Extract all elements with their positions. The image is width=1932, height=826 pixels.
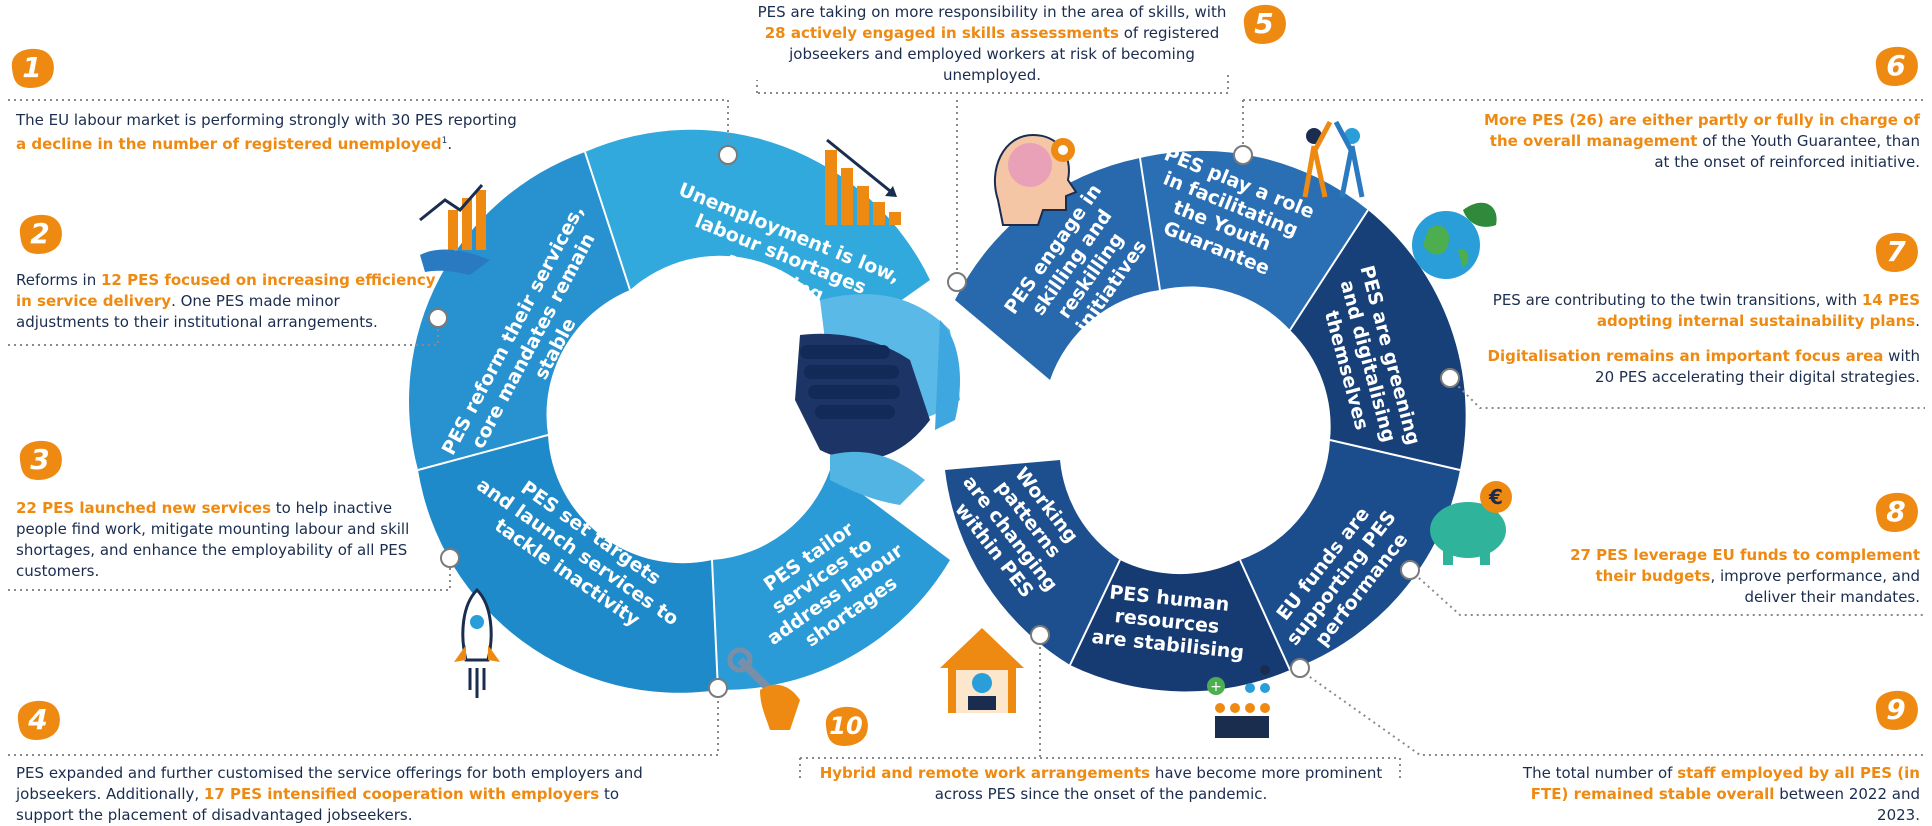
note-3: 22 PES launched new services to help ina… bbox=[16, 499, 410, 580]
note-8: 27 PES leverage EU funds to complement t… bbox=[1570, 546, 1920, 606]
globe-leaf-icon bbox=[1412, 202, 1497, 279]
right-loop bbox=[945, 150, 1466, 692]
segment-s8-shape bbox=[1240, 440, 1460, 670]
note-6: More PES (26) are either partly or fully… bbox=[1483, 111, 1920, 171]
brain-head-icon bbox=[993, 133, 1078, 226]
growth-chart-hand-icon bbox=[419, 184, 490, 275]
team-high-five-icon bbox=[1302, 120, 1365, 198]
note-4: PES expanded and further customised the … bbox=[16, 764, 643, 824]
segment-s6-shape bbox=[1140, 150, 1368, 330]
people-growth-icon: + bbox=[1207, 665, 1270, 738]
note-10: Hybrid and remote work arrangements have… bbox=[819, 764, 1383, 803]
badge-3: 3 bbox=[14, 438, 66, 482]
badge-5: 5 bbox=[1238, 2, 1290, 46]
wrench-hand-icon bbox=[727, 647, 800, 730]
segment-s10-shape bbox=[945, 460, 1120, 665]
bar-chart-decline-icon bbox=[825, 138, 901, 225]
badge-8: 8 bbox=[1870, 490, 1922, 534]
segment-s5-shape bbox=[955, 158, 1160, 380]
svg-text:+: + bbox=[1210, 679, 1222, 695]
handshake-icon bbox=[795, 294, 960, 505]
note-2: Reforms in 12 PES focused on increasing … bbox=[16, 271, 436, 331]
note-9: The total number of staff employed by al… bbox=[1522, 764, 1920, 824]
badge-1: 1 bbox=[6, 46, 58, 90]
segment-s4-shape bbox=[712, 470, 950, 691]
segment-s2-shape bbox=[409, 152, 630, 470]
segment-s7-shape bbox=[1290, 210, 1466, 470]
piggy-bank-euro-icon: € bbox=[1430, 481, 1512, 565]
note-1: The EU labour market is performing stron… bbox=[16, 111, 517, 153]
segment-s3-shape bbox=[418, 435, 718, 693]
connector-lines bbox=[8, 75, 1925, 780]
badge-10: 10 bbox=[820, 704, 872, 748]
connector-dots bbox=[428, 145, 1460, 698]
badge-9: 9 bbox=[1870, 688, 1922, 732]
note-5: PES are taking on more responsibility in… bbox=[757, 3, 1227, 84]
badge-2: 2 bbox=[14, 212, 66, 256]
home-worker-icon bbox=[940, 628, 1024, 713]
note-7: PES are contributing to the twin transit… bbox=[1487, 291, 1920, 386]
svg-text:€: € bbox=[1488, 485, 1503, 509]
rocket-icon bbox=[454, 587, 500, 698]
segment-labels: Unemployment is low, labour shortages ar… bbox=[438, 143, 1425, 664]
badge-6: 6 bbox=[1870, 44, 1922, 88]
badge-4: 4 bbox=[12, 698, 64, 742]
segment-s6-label: PES play a role in facilitating the Yout… bbox=[1135, 143, 1323, 290]
segment-s9-shape bbox=[1070, 560, 1290, 692]
badge-7: 7 bbox=[1870, 230, 1922, 274]
